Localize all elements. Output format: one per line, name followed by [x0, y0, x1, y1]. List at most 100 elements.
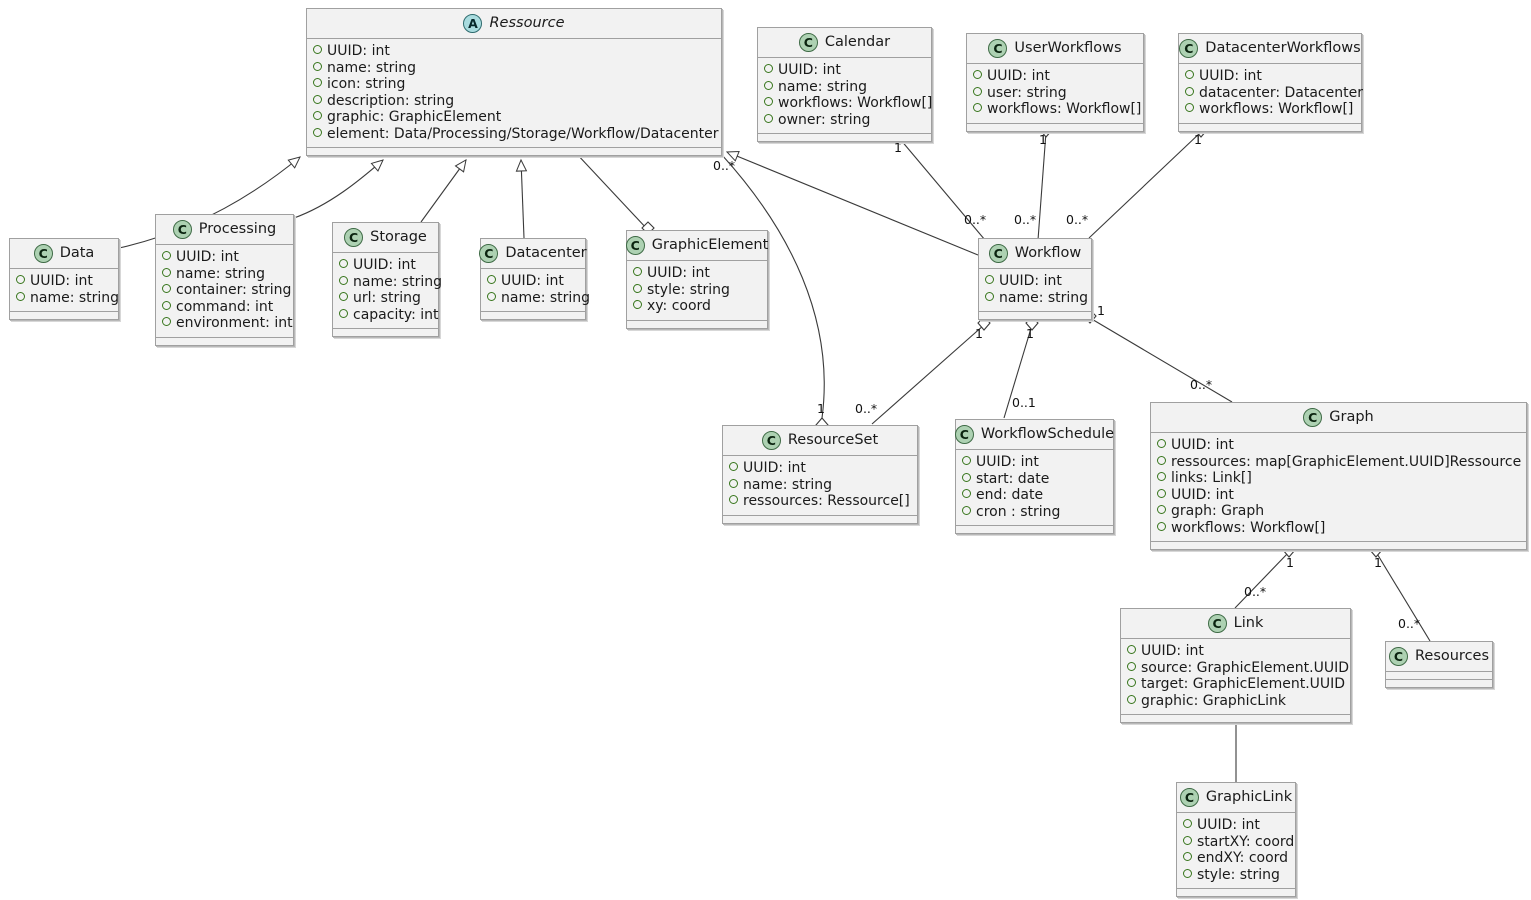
multiplicity-label-m-user-1: 1	[1039, 132, 1047, 147]
class-methods-datacenterworkflows	[1179, 124, 1361, 131]
class-attribute: cron : string	[962, 504, 1105, 521]
attribute-text: owner: string	[778, 111, 871, 128]
class-name: Calendar	[824, 33, 891, 50]
class-name: Link	[1233, 614, 1264, 631]
attribute-text: workflows: Workflow[]	[1199, 101, 1354, 117]
attribute-text: name: string	[501, 289, 591, 306]
class-attribute: datacenter: Datacenter	[1185, 85, 1363, 102]
visibility-public-icon	[1183, 835, 1192, 845]
multiplicity-label-m-dcw-1: 1	[1194, 132, 1202, 147]
class-methods-workflowschedule	[956, 526, 1113, 533]
class-attribute: endXY: coord	[1183, 850, 1288, 867]
class-name: Graph	[1329, 408, 1374, 425]
visibility-public-icon	[1127, 645, 1136, 654]
class-attribute: name: string	[985, 290, 1088, 307]
edge-dcw-to-workflow	[1088, 131, 1202, 239]
attribute-text: cron : string	[976, 503, 1061, 520]
class-attribute: source: GraphicElement.UUID	[1127, 660, 1349, 677]
visibility-public-icon	[962, 505, 971, 515]
attribute-text: UUID: int	[1141, 643, 1204, 659]
class-methods-userworkflows	[967, 124, 1143, 131]
class-icon: C	[1388, 647, 1408, 666]
class-attribute: UUID: int	[764, 62, 923, 79]
visibility-public-icon	[1127, 678, 1136, 687]
visibility-public-icon	[973, 103, 982, 112]
attribute-text: description: string	[327, 92, 455, 109]
edge-processing-to-ressource	[293, 159, 384, 219]
attribute-text: graphic: GraphicElement	[327, 109, 502, 125]
class-attribute: name: string	[729, 477, 909, 494]
class-attribute: name: string	[313, 60, 713, 77]
multiplicity-label-m-wf-cal-0n: 0..*	[964, 212, 987, 227]
edge-workflow-to-resourceset	[871, 324, 985, 425]
class-attribute: target: GraphicElement.UUID	[1127, 676, 1346, 693]
attribute-text: name: string	[999, 289, 1089, 306]
class-icon: C	[1303, 408, 1323, 427]
class-attribute: description: string	[313, 93, 713, 110]
class-attribute: name: string	[764, 79, 923, 96]
attribute-text: UUID: int	[1171, 437, 1234, 453]
attribute-text: UUID: int	[999, 273, 1062, 289]
class-name: GraphicElement	[651, 236, 769, 253]
class-methods-graphicelement	[627, 321, 767, 328]
class-icon: C	[761, 431, 781, 450]
visibility-public-icon	[162, 317, 171, 326]
multiplicity-label-m-graph-link-1: 1	[1286, 555, 1294, 570]
class-attribute: icon: string	[313, 76, 713, 93]
class-attributes-resources	[1386, 672, 1492, 680]
class-attribute: startXY: coord	[1183, 834, 1294, 851]
multiplicity-label-m-rs-0n: 0..*	[855, 401, 878, 416]
attribute-text: ressources: map[GraphicElement.UUID]Ress…	[1171, 453, 1522, 470]
class-header-graph: C Graph	[1151, 403, 1526, 433]
class-icon: C	[1179, 39, 1199, 58]
edge-userworkflows-to-workflow	[1037, 131, 1047, 241]
visibility-public-icon	[16, 275, 25, 284]
visibility-public-icon	[339, 292, 348, 301]
class-attribute: UUID: int	[339, 257, 430, 274]
attribute-text: UUID: int	[743, 460, 806, 476]
visibility-public-icon	[729, 495, 738, 504]
visibility-public-icon	[764, 113, 773, 123]
visibility-public-icon	[764, 80, 773, 90]
attribute-text: UUID: int	[1171, 486, 1234, 503]
attribute-text: name: string	[353, 273, 443, 290]
class-name: GraphicLink	[1205, 788, 1293, 805]
class-attribute: UUID: int	[1185, 68, 1353, 85]
attribute-text: target: GraphicElement.UUID	[1141, 676, 1346, 692]
class-methods-graph	[1151, 542, 1526, 549]
class-icon: C	[33, 244, 53, 263]
visibility-public-icon	[764, 97, 773, 106]
attribute-text: element: Data/Processing/Storage/Workflo…	[327, 125, 719, 142]
attribute-text: UUID: int	[353, 257, 416, 273]
attribute-text: icon: string	[327, 76, 406, 92]
visibility-public-icon	[487, 275, 496, 284]
attribute-text: UUID: int	[987, 68, 1050, 84]
class-attribute: UUID: int	[16, 273, 110, 290]
